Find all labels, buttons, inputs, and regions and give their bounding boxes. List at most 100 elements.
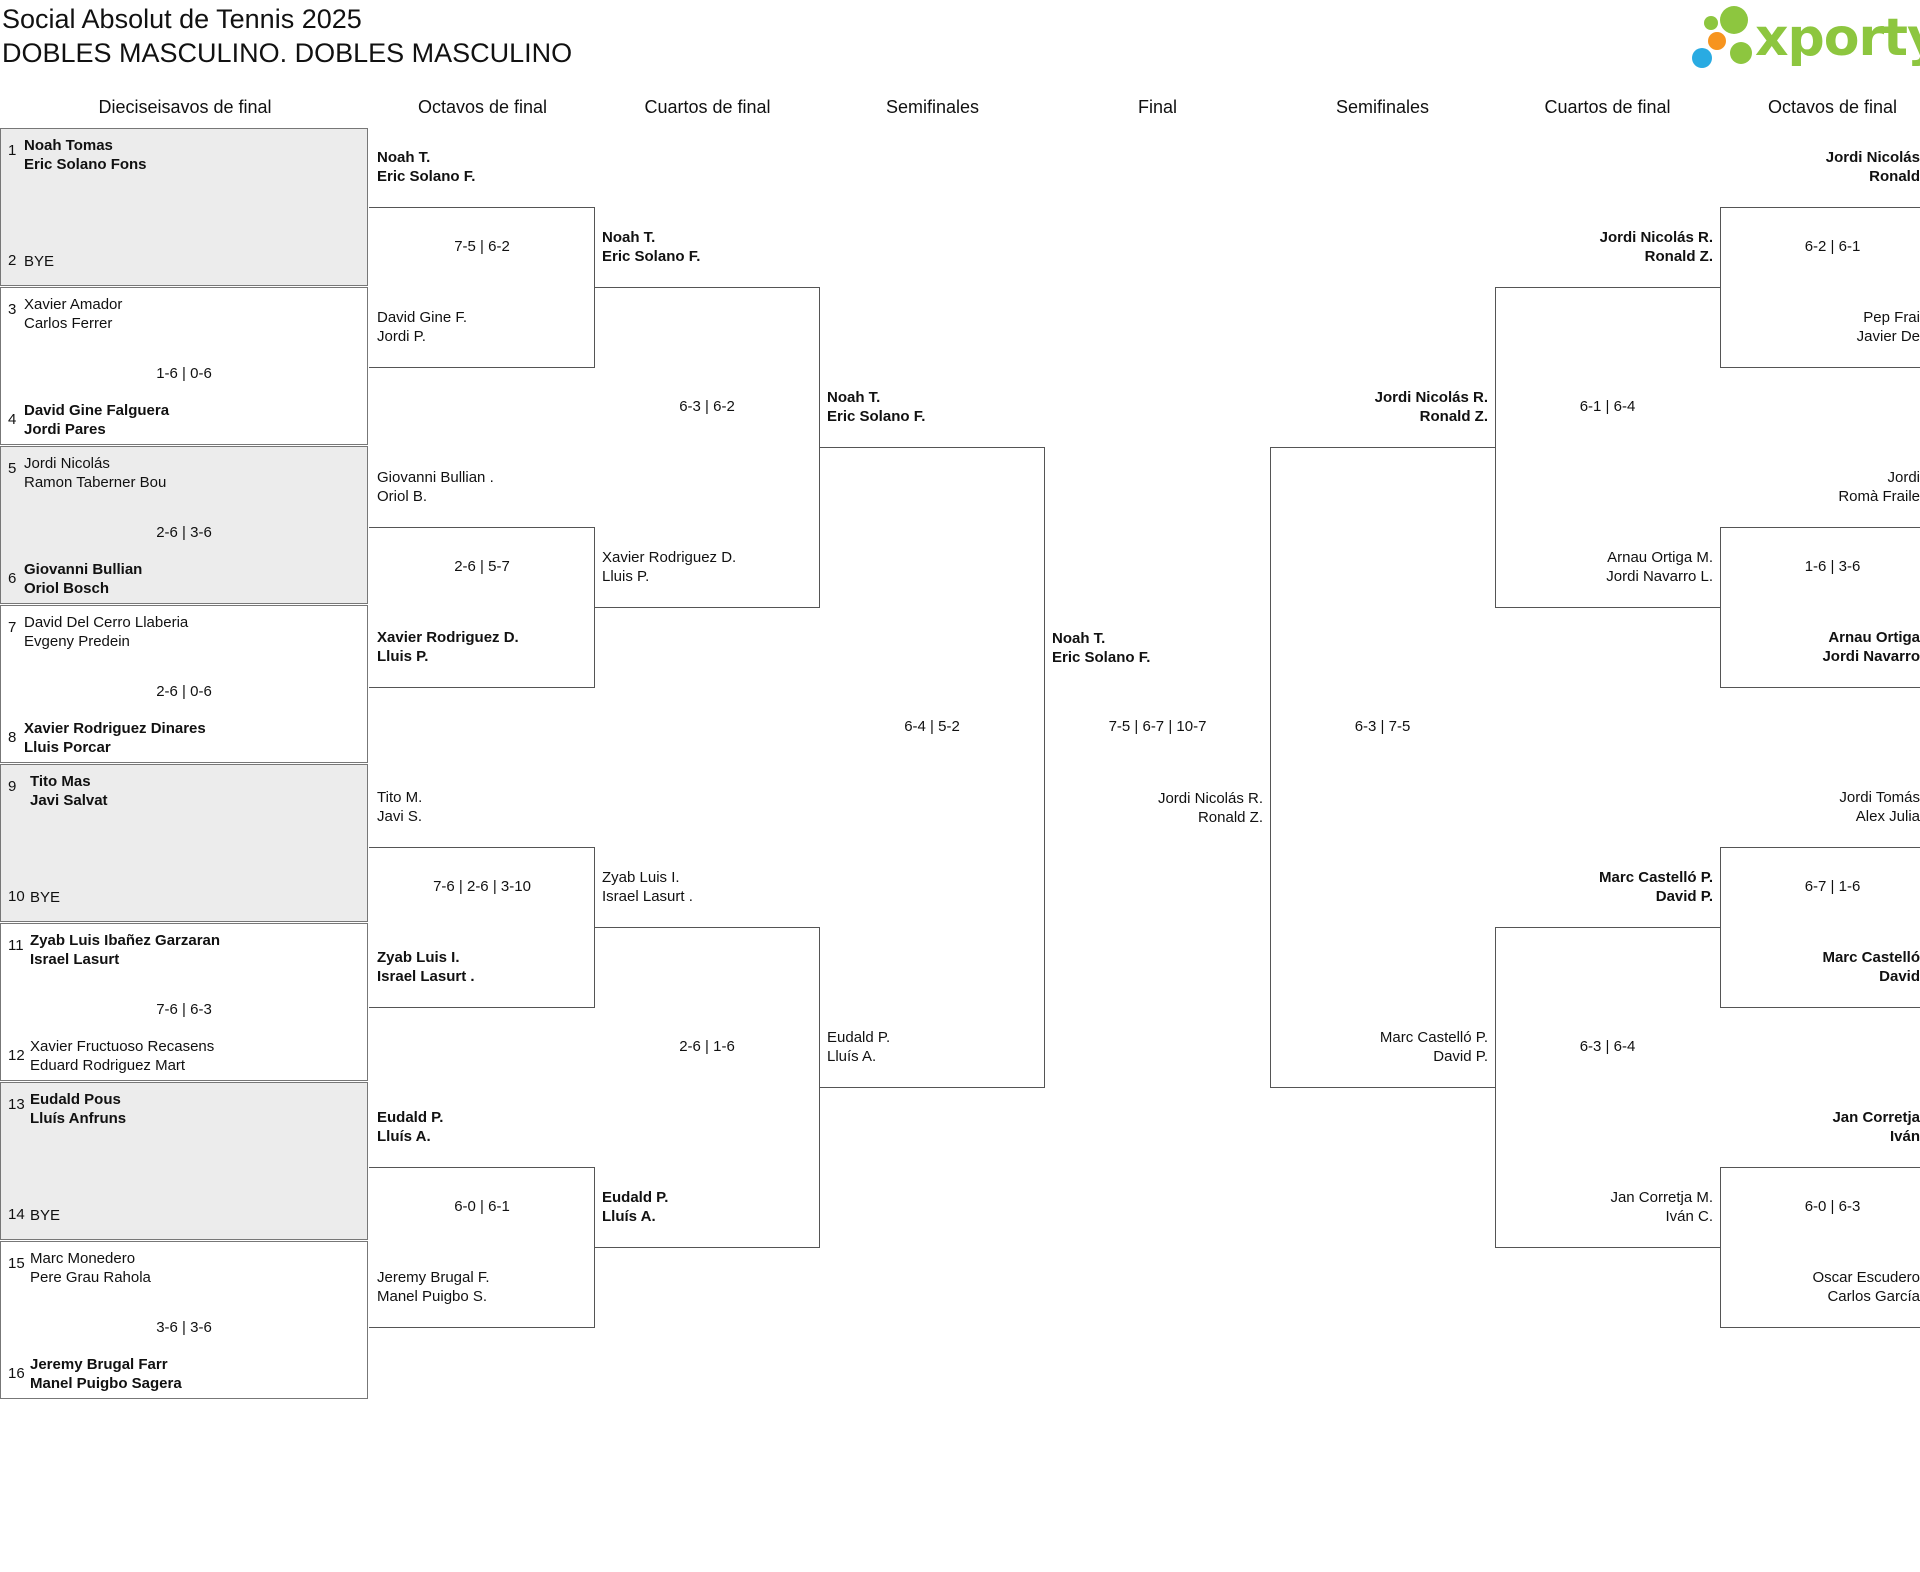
- team-entry[interactable]: Noah T.Eric Solano F.: [377, 148, 475, 186]
- player-name: Xavier Rodriguez D.: [377, 629, 519, 646]
- player-name: Eudald P.: [602, 1189, 669, 1206]
- team-name[interactable]: BYE: [30, 888, 60, 907]
- match-box[interactable]: [0, 446, 368, 604]
- player-name: Jordi Nicolás R.: [1599, 229, 1713, 246]
- team-entry[interactable]: David Gine F.Jordi P.: [377, 308, 467, 346]
- team-entry[interactable]: Eudald P.Lluís A.: [377, 1108, 443, 1146]
- page-subtitle: DOBLES MASCULINO. DOBLES MASCULINO: [2, 38, 573, 68]
- team-entry[interactable]: Xavier Rodriguez D.Lluis P.: [377, 628, 519, 666]
- team-entry[interactable]: Noah T.Eric Solano F.: [602, 228, 700, 266]
- round-header-r16-right: Octavos de final: [1767, 97, 1898, 117]
- player-name: Pere Grau Rahola: [30, 1269, 151, 1286]
- team-entry[interactable]: Zyab Luis I.Israel Lasurt .: [602, 868, 693, 906]
- player-name: Lluis P.: [602, 568, 650, 585]
- seed-number: 9: [8, 778, 17, 795]
- player-name: Ronald: [1869, 168, 1920, 185]
- player-name: Noah T.: [827, 389, 881, 406]
- player-name: Lluís A.: [602, 1208, 656, 1225]
- player-name: Eudald P.: [827, 1029, 891, 1046]
- player-name: Jeremy Brugal Farr: [30, 1356, 168, 1373]
- player-name: Xavier Fructuoso Recasens: [30, 1038, 215, 1055]
- team-entry[interactable]: Jan Corretja M.Iván C.: [1610, 1188, 1713, 1226]
- match-box[interactable]: [0, 923, 368, 1081]
- match-score: 1-6 | 3-6: [1804, 558, 1861, 575]
- team-entry[interactable]: Arnau Ortiga M.Jordi Navarro L.: [1606, 548, 1713, 586]
- player-name: Jordi P.: [377, 328, 426, 345]
- team-entry[interactable]: Jordi Nicolás R.Ronald Z.: [1600, 228, 1713, 266]
- logo-dot-green: [1720, 6, 1748, 34]
- team-entry[interactable]: Eudald P. Lluís A.: [602, 1188, 668, 1226]
- seed-number: 4: [8, 411, 17, 428]
- player-name: Jordi Nicolás: [1825, 149, 1920, 166]
- team-entry[interactable]: Zyab Luis I.Israel Lasurt .: [377, 948, 475, 986]
- match-score: 6-0 | 6-1: [454, 1198, 510, 1215]
- player-name: Eric Solano F.: [1052, 649, 1151, 666]
- team-entry[interactable]: Noah T.Eric Solano F.: [827, 388, 925, 426]
- team-entry[interactable]: Noah T. Eric Solano F.: [1052, 629, 1150, 667]
- xporty-logo[interactable]: xporty: [1690, 4, 1920, 70]
- bracket-connector: [1495, 927, 1721, 1248]
- logo-dot-green-low: [1730, 42, 1752, 64]
- page-title: Social Absolut de Tennis 2025: [2, 4, 362, 34]
- match-box[interactable]: [0, 128, 368, 286]
- team-entry[interactable]: Jordi Nicolás R.Ronald Z.: [1375, 388, 1488, 426]
- match-score: 6-3 | 7-5: [1354, 718, 1411, 735]
- player-name: BYE: [24, 253, 55, 270]
- player-name: Noah Tomas: [24, 137, 113, 154]
- match-score: 1-6 | 0-6: [156, 365, 212, 382]
- team-name[interactable]: BYE: [24, 252, 54, 271]
- match-box[interactable]: [0, 1241, 368, 1399]
- player-name: Jan Corretja: [1832, 1109, 1920, 1126]
- bracket-connector: [1270, 447, 1496, 1088]
- player-name: Xavier Rodriguez D.: [602, 549, 737, 566]
- player-name: Javi Salvat: [30, 792, 108, 809]
- team-entry[interactable]: Marc Castelló P.David P.: [1599, 868, 1713, 906]
- player-name: Manel Puigbo Sagera: [30, 1375, 182, 1392]
- team-entry[interactable]: Giovanni Bullian .Oriol B.: [377, 468, 494, 506]
- match-score: 2-6 | 5-7: [454, 558, 510, 575]
- team-entry[interactable]: Eudald P.Lluís A.: [827, 1028, 890, 1066]
- player-name: Romà Fraile: [1838, 488, 1920, 505]
- team-entry[interactable]: Tito M.Javi S.: [377, 788, 422, 826]
- seed-number: 7: [8, 619, 17, 636]
- team-entry[interactable]: Jeremy Brugal F. Manel Puigbo S.: [377, 1268, 490, 1306]
- team-entry[interactable]: Xavier Rodriguez D. Lluis P.: [602, 548, 736, 586]
- team-entry[interactable]: Marc Castelló P.David P.: [1380, 1028, 1488, 1066]
- player-name: Eric Solano F.: [377, 168, 476, 185]
- match-box[interactable]: [0, 1082, 368, 1240]
- match-box[interactable]: [0, 287, 368, 445]
- team-entry[interactable]: Jordi Nicolás R.Ronald Z.: [1158, 789, 1263, 827]
- player-name: Manel Puigbo S.: [377, 1288, 488, 1305]
- player-name: Jordi Pares: [24, 421, 106, 438]
- player-name: Jeremy Brugal F.: [377, 1269, 490, 1286]
- match-score: 6-3 | 6-2: [679, 398, 735, 415]
- match-box[interactable]: [0, 605, 368, 763]
- round-header-sf-left: Semifinales: [885, 97, 980, 117]
- team-name[interactable]: BYE: [30, 1206, 60, 1225]
- round-header-r32: Dieciseisavos de final: [98, 97, 272, 117]
- match-box[interactable]: [0, 764, 368, 922]
- player-name: David Gine Falguera: [24, 402, 170, 419]
- player-name: Noah T.: [1052, 630, 1106, 647]
